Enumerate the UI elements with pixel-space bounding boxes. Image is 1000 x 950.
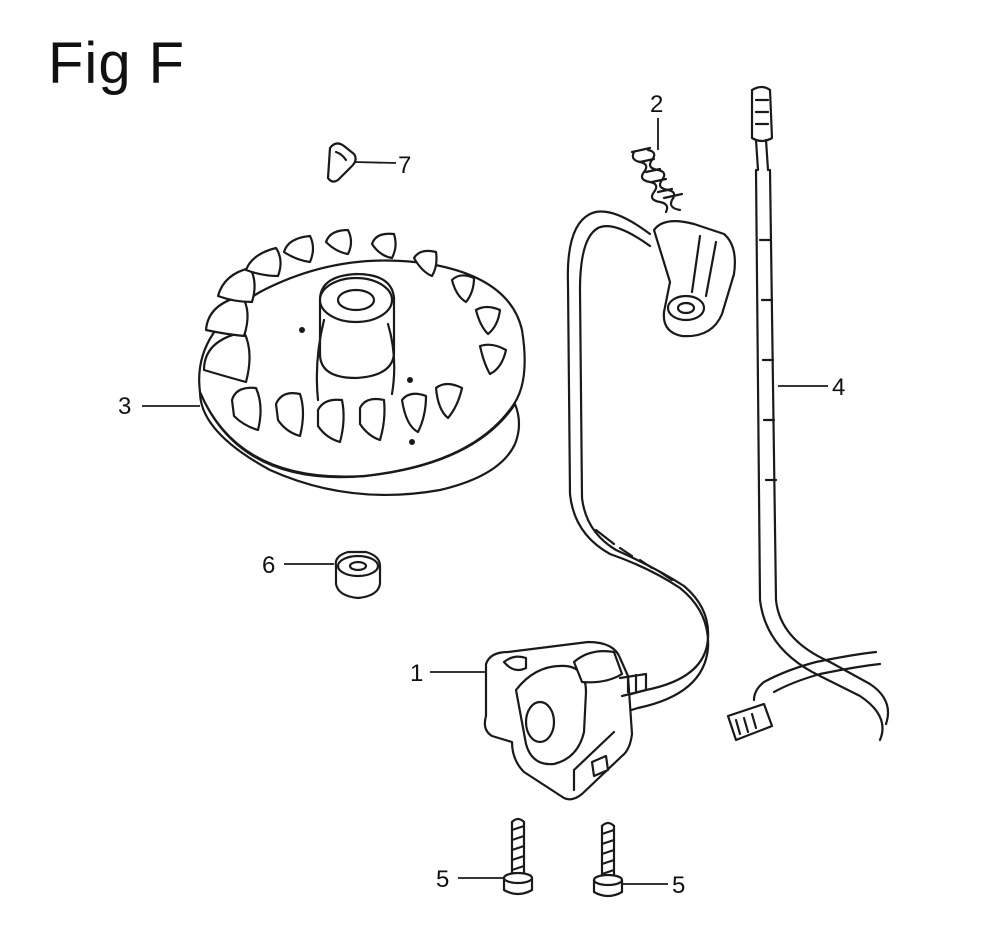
part-bolt-left	[502, 817, 534, 896]
part-key	[326, 142, 357, 183]
part-flywheel	[198, 228, 526, 496]
callout-5b: 5	[672, 872, 685, 899]
figure-title: Fig F	[48, 31, 186, 96]
callout-7: 7	[398, 152, 411, 179]
callout-2: 2	[650, 91, 663, 118]
part-stop-wire	[726, 85, 890, 742]
part-ignition-coil	[483, 210, 736, 801]
callout-6: 6	[262, 552, 275, 579]
leader-7	[353, 161, 397, 164]
callout-3: 3	[118, 393, 131, 420]
callout-1: 1	[410, 660, 423, 687]
part-spring	[630, 146, 684, 214]
callout-4: 4	[832, 374, 845, 401]
callout-5a: 5	[436, 866, 449, 893]
part-nut	[334, 550, 382, 600]
part-bolt-right	[592, 821, 624, 898]
